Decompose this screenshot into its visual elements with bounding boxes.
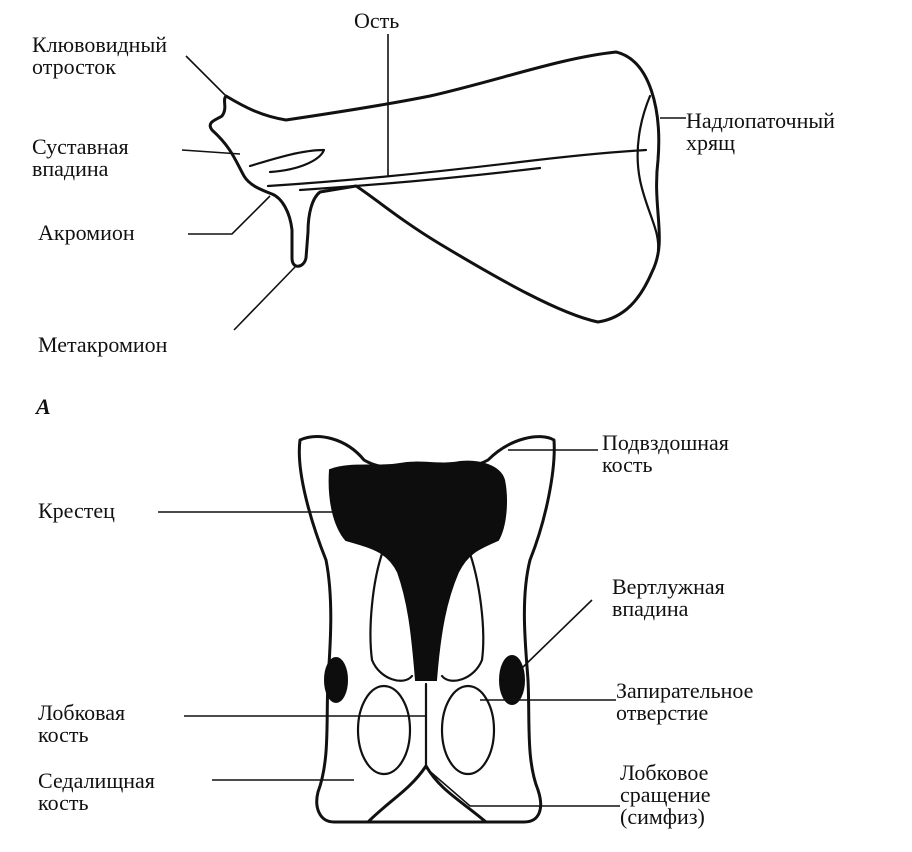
label-symphysis-line1: Лобковое (620, 760, 709, 785)
label-coracoid-line2: отросток (32, 54, 116, 79)
sacrum-shape (328, 460, 507, 681)
label-acetabulum-line2: впадина (612, 596, 689, 621)
scapula-blade (208, 50, 661, 324)
label-glenoid-cavity: Суставная впадина (32, 136, 129, 180)
panel-letter: А (36, 394, 51, 419)
label-ischium-line1: Седалищная (38, 768, 155, 793)
label-acromion: Акромион (38, 220, 135, 245)
label-symphysis-line3: (симфиз) (620, 804, 705, 829)
label-ischium: Седалищная кость (38, 770, 155, 814)
leader-glenoid (181, 149, 241, 155)
label-symphysis-line2: сращение (620, 782, 711, 807)
label-pubic-symphysis: Лобковое сращение (симфиз) (620, 762, 711, 828)
acetabulum-left (324, 657, 348, 703)
label-cartilage-line2: хрящ (686, 130, 736, 155)
leader-acromion (188, 195, 271, 235)
label-acetabulum-line1: Вертлужная (612, 574, 725, 599)
leader-symphysis (425, 767, 620, 807)
obturator-foramen-right (440, 684, 496, 776)
pelvis-drawing (158, 435, 620, 824)
scapula-cartilage-edge (636, 94, 660, 252)
label-ilium: Подвздошная кость (602, 432, 729, 476)
label-pubis-line1: Лобковая (38, 700, 126, 725)
label-obturator-foramen: Запирательное отверстие (616, 680, 753, 724)
scapula-drawing (181, 34, 686, 331)
label-spine: Ость (354, 8, 400, 33)
label-cartilage-line1: Надлопаточный (686, 108, 835, 133)
label-suprascapular-cartilage: Надлопаточный хрящ (686, 110, 835, 154)
label-obturator-line2: отверстие (616, 700, 709, 725)
scapula-spine-line (266, 148, 648, 188)
leader-coracoid (185, 55, 229, 99)
label-ilium-line2: кость (602, 452, 653, 477)
label-ischium-line2: кость (38, 790, 89, 815)
leader-metacromion (233, 265, 297, 331)
label-obturator-line1: Запирательное (616, 678, 754, 703)
label-ilium-line1: Подвздошная (602, 430, 729, 455)
label-metacromion: Метакромион (38, 332, 168, 357)
scapula-spine-line-2 (298, 166, 542, 192)
obturator-foramen-left (356, 684, 412, 776)
label-glenoid-line2: впадина (32, 156, 109, 181)
acetabulum-right (499, 655, 525, 705)
label-coracoid-process: Клювовидный отросток (32, 34, 167, 78)
leader-acetabulum (521, 599, 593, 669)
label-coracoid-line1: Клювовидный (32, 32, 168, 57)
pelvis-inner-left (369, 546, 414, 682)
label-pubis-line2: кость (38, 722, 89, 747)
label-sacrum: Крестец (38, 498, 115, 523)
pelvis-inner-right (440, 546, 485, 682)
label-glenoid-line1: Суставная (32, 134, 129, 159)
label-pubis: Лобковая кость (38, 702, 125, 746)
label-acetabulum: Вертлужная впадина (612, 576, 725, 620)
scapula-inner-ridge (248, 148, 326, 174)
